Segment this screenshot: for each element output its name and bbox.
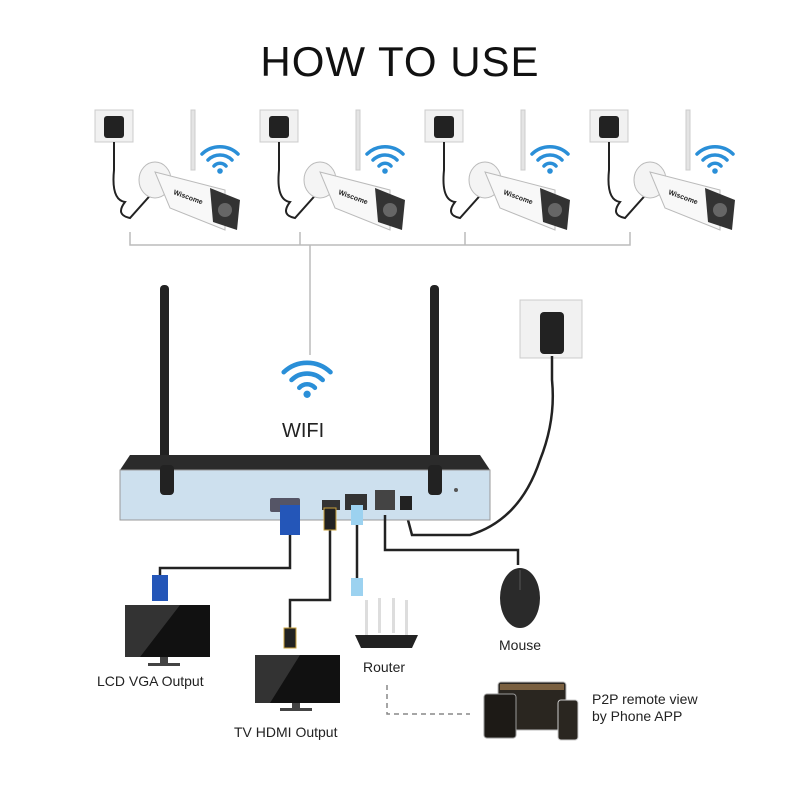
- p2p-label-line2: by Phone APP: [592, 708, 683, 724]
- camera-2: [260, 110, 405, 230]
- wifi-icon: [284, 363, 331, 398]
- camera-connection-bracket: [129, 232, 631, 355]
- camera-1: [95, 110, 240, 230]
- camera-4: [590, 110, 735, 230]
- nvr-recorder: [119, 285, 491, 521]
- p2p-label-line1: P2P remote view: [592, 691, 698, 707]
- tv-hdmi-output-label: TV HDMI Output: [234, 724, 338, 740]
- lcd-monitor: [125, 605, 210, 666]
- router-label: Router: [363, 659, 406, 675]
- nvr-power-adapter: [406, 299, 583, 537]
- mouse: [500, 568, 540, 628]
- lcd-vga-output-label: LCD VGA Output: [97, 673, 204, 689]
- p2p-devices: [483, 681, 579, 741]
- tv-monitor: [255, 655, 340, 711]
- page-title: HOW TO USE: [260, 38, 540, 85]
- remote-link-line: [386, 685, 470, 715]
- vga-plug: [152, 575, 168, 601]
- router: [355, 598, 418, 648]
- wifi-label: WIFI: [282, 420, 325, 442]
- mouse-cable: [383, 515, 520, 565]
- hdmi-cable: [288, 530, 332, 628]
- camera-3: [425, 110, 570, 230]
- mouse-label: Mouse: [499, 637, 542, 653]
- vga-connector: [280, 505, 300, 535]
- vga-cable: [158, 535, 292, 575]
